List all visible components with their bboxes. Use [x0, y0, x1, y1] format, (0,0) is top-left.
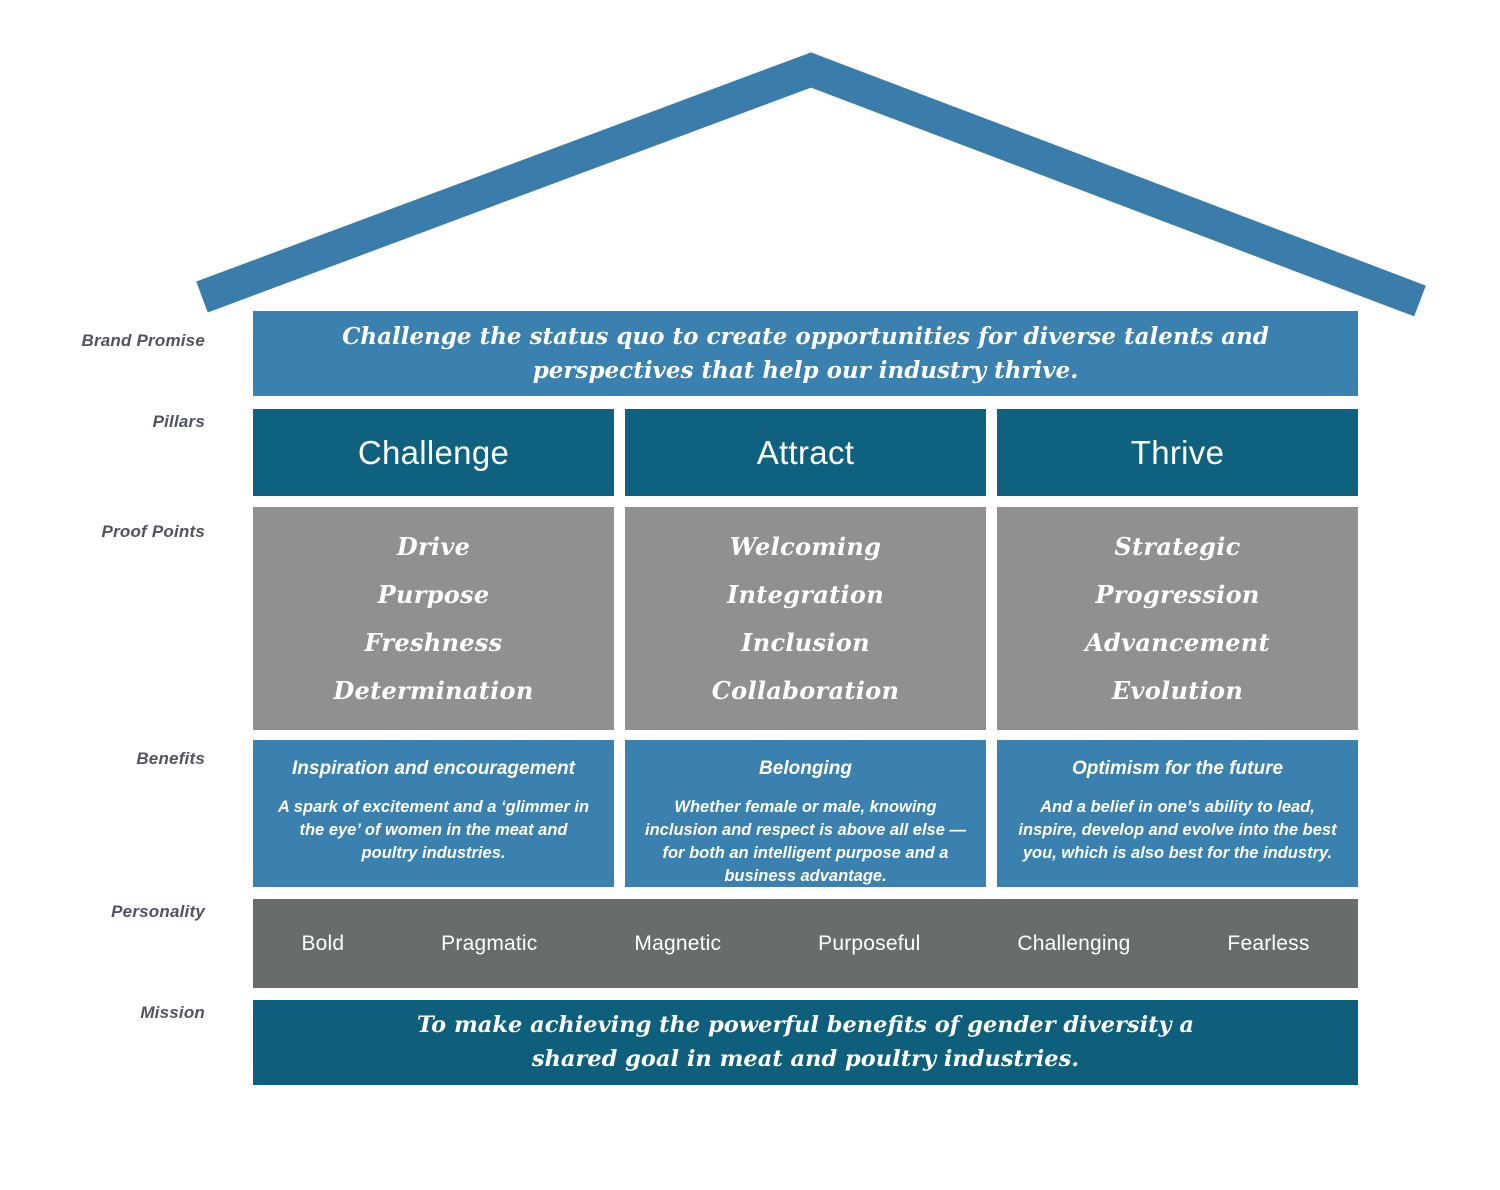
pillar-thrive: Thrive	[997, 409, 1358, 496]
label-benefits: Benefits	[136, 749, 205, 768]
proof-item: Advancement	[1085, 627, 1270, 657]
pillar-attract: Attract	[625, 409, 986, 496]
trait-magnetic: Magnetic	[634, 931, 722, 955]
label-proof-points: Proof Points	[101, 522, 205, 541]
trait-fearless: Fearless	[1227, 931, 1310, 955]
benefit-thrive: Optimism for the future And a belief in …	[997, 740, 1358, 887]
proof-points-thrive: Strategic Progression Advancement Evolut…	[997, 507, 1358, 730]
benefit-attract: Belonging Whether female or male, knowin…	[625, 740, 986, 887]
pillars-row: Challenge Attract Thrive	[253, 409, 1358, 496]
proof-item: Inclusion	[741, 627, 870, 657]
benefit-text: Whether female or male, knowing inclusio…	[645, 798, 966, 886]
proof-points-attract: Welcoming Integration Inclusion Collabor…	[625, 507, 986, 730]
proof-item: Strategic	[1114, 532, 1241, 562]
trait-pragmatic: Pragmatic	[441, 931, 538, 955]
brand-promise-bar: Challenge the status quo to create oppor…	[253, 311, 1358, 396]
proof-item: Integration	[727, 580, 884, 610]
proof-points-row: Drive Purpose Freshness Determination We…	[253, 507, 1358, 730]
proof-item: Purpose	[377, 580, 490, 610]
proof-item: Progression	[1095, 580, 1260, 610]
label-pillars: Pillars	[152, 412, 205, 431]
label-mission: Mission	[140, 1003, 205, 1022]
proof-item: Evolution	[1111, 675, 1244, 705]
proof-item: Welcoming	[729, 532, 882, 562]
label-personality: Personality	[111, 902, 205, 921]
mission-text: To make achieving the powerful benefits …	[416, 1011, 1195, 1072]
trait-challenging: Challenging	[1017, 931, 1131, 955]
trait-bold: Bold	[301, 931, 345, 955]
benefit-text: And a belief in one’s ability to lead, i…	[1018, 798, 1337, 863]
benefit-challenge: Inspiration and encouragement A spark of…	[253, 740, 614, 887]
benefit-title: Inspiration and encouragement	[292, 758, 575, 779]
proof-item: Collaboration	[711, 675, 900, 705]
benefit-title: Belonging	[759, 758, 852, 779]
brand-promise-text: Challenge the status quo to create oppor…	[342, 323, 1269, 384]
pillar-challenge: Challenge	[253, 409, 614, 496]
benefit-text: A spark of excitement and a ‘glimmer in …	[277, 798, 590, 863]
proof-item: Drive	[396, 532, 471, 562]
mission-bar: To make achieving the powerful benefits …	[253, 1000, 1358, 1085]
benefit-title: Optimism for the future	[1071, 758, 1284, 779]
trait-purposeful: Purposeful	[818, 931, 921, 955]
proof-item: Determination	[333, 675, 534, 705]
personality-bar: Bold Pragmatic Magnetic Purposeful Chall…	[253, 899, 1358, 988]
roof-line-icon	[196, 52, 1426, 317]
benefits-row: Inspiration and encouragement A spark of…	[253, 740, 1358, 887]
proof-item: Freshness	[364, 627, 503, 657]
label-brand-promise: Brand Promise	[81, 331, 205, 350]
proof-points-challenge: Drive Purpose Freshness Determination	[253, 507, 614, 730]
